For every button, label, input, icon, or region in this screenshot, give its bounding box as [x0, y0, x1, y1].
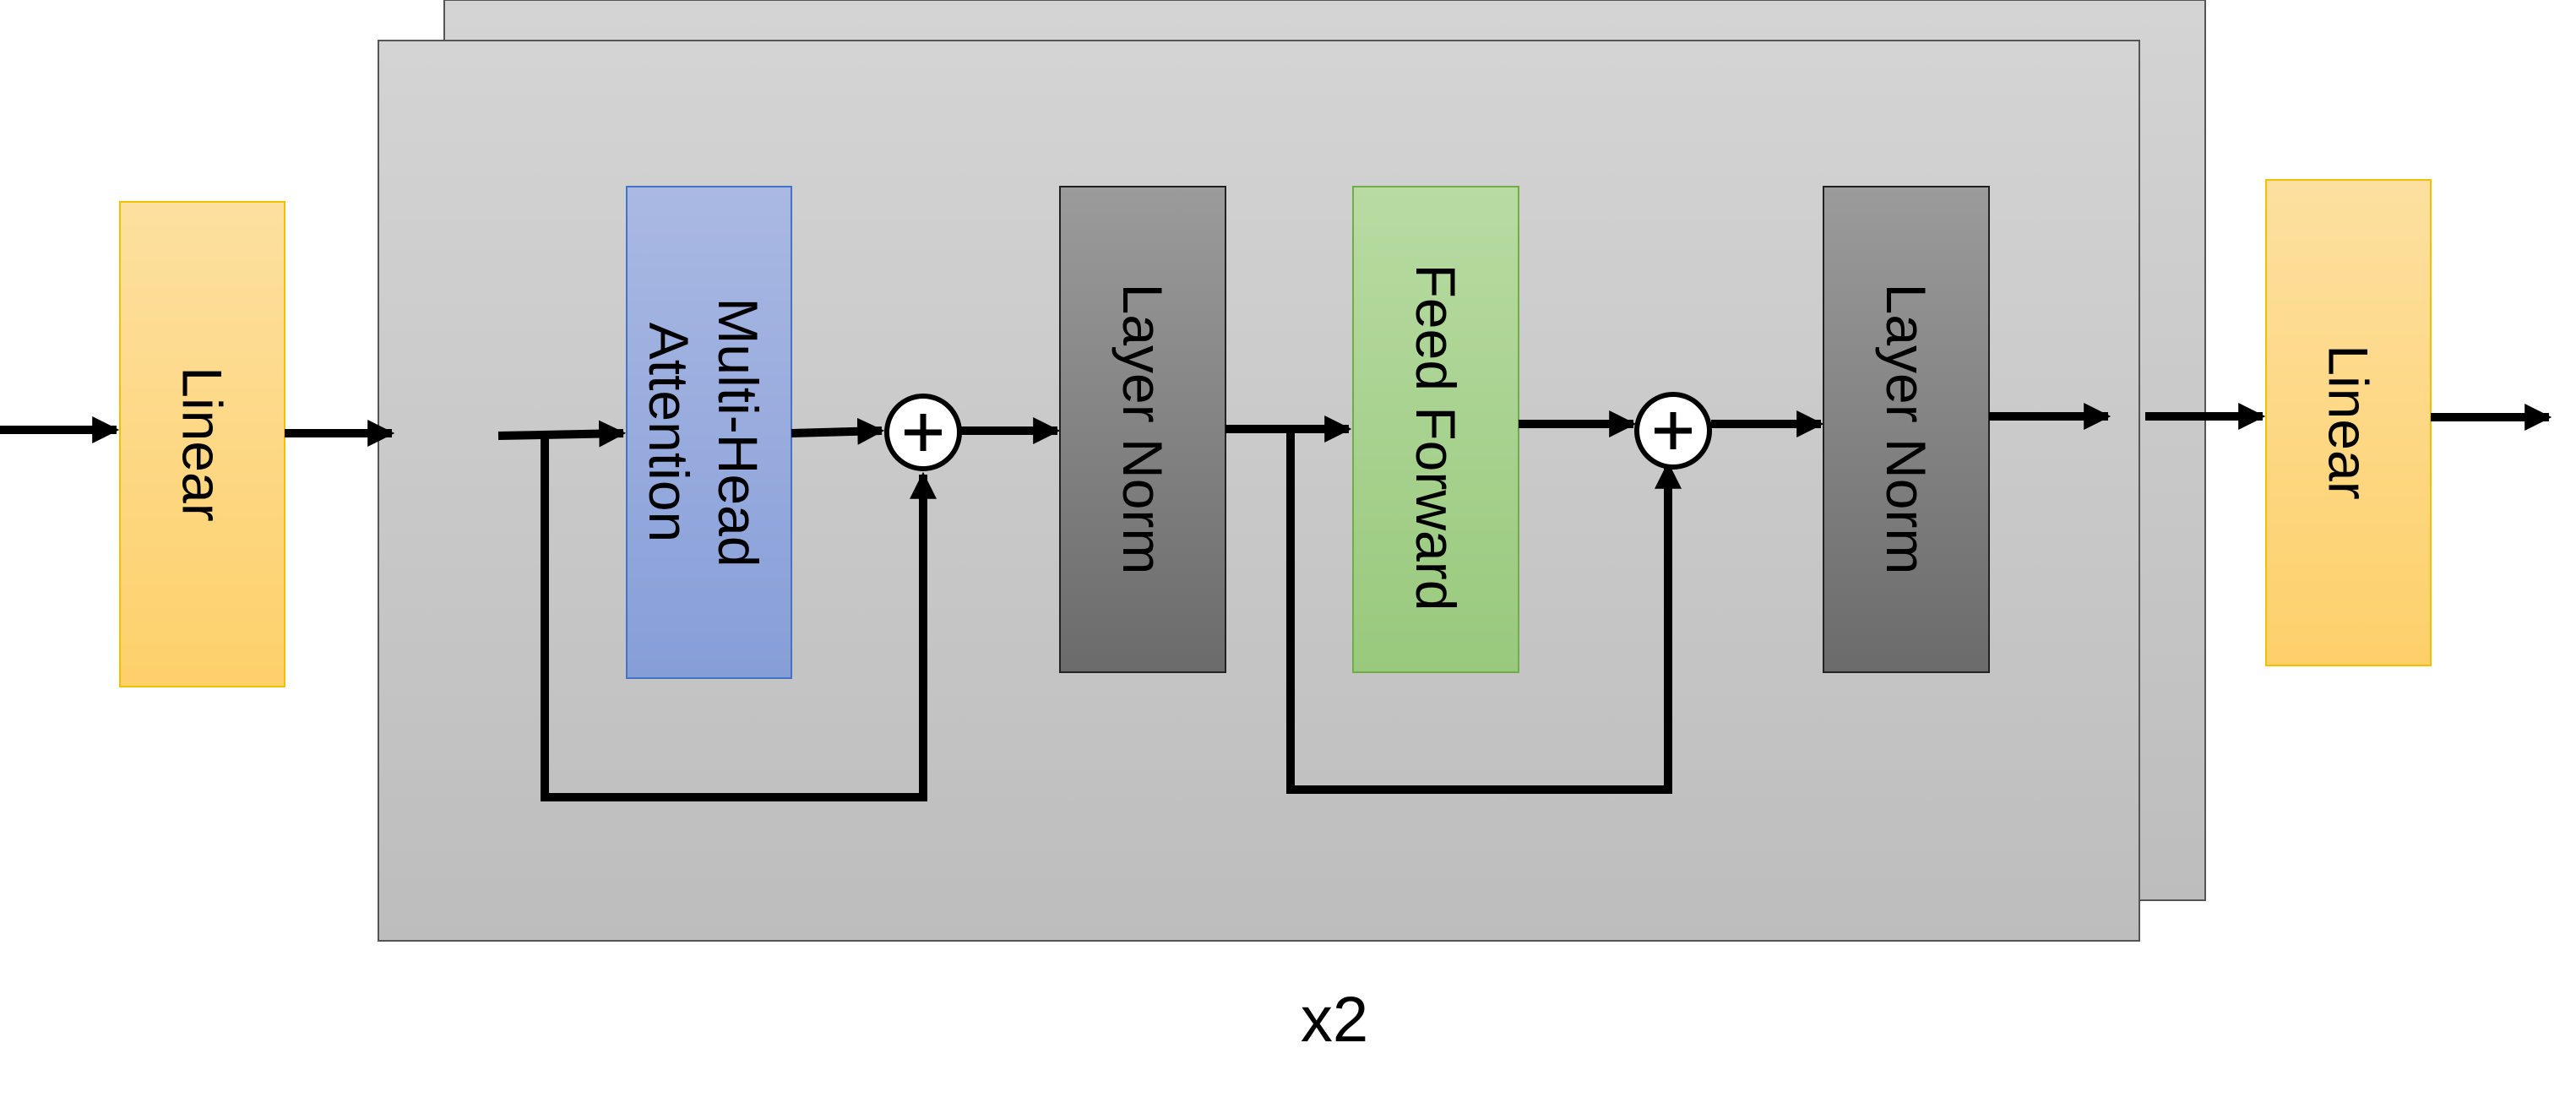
linear-out-block: Linear: [2265, 179, 2432, 666]
layer-norm-1-block: Layer Norm: [1059, 186, 1226, 673]
linear-out-label: Linear: [2318, 345, 2380, 499]
layer-norm-2-label: Layer Norm: [1875, 284, 1937, 575]
layer-norm-2-block: Layer Norm: [1823, 186, 1990, 673]
attention-to-add-arrow: [791, 417, 885, 445]
residual-1-path: [541, 435, 937, 801]
layer-norm-1-label: Layer Norm: [1111, 284, 1174, 575]
repeat-count-label: x2: [1301, 984, 1368, 1056]
connections: [0, 402, 2552, 801]
plus-circle-icon: [1634, 392, 1712, 470]
mha-label-line2: Attention: [638, 323, 700, 543]
entry-to-attention-arrow: [497, 420, 627, 448]
residual-2-path: [1286, 429, 1682, 794]
plus-circle-icon: [884, 394, 962, 471]
linear-in-label: Linear: [171, 367, 234, 521]
linear-in-block: Linear: [119, 201, 285, 687]
feed-forward-block: Feed Forward: [1352, 186, 1519, 673]
multi-head-attention-block: Multi-Head Attention: [626, 186, 792, 679]
feed-forward-label: Feed Forward: [1405, 264, 1467, 611]
mha-label-line1: Multi-Head: [707, 297, 769, 567]
